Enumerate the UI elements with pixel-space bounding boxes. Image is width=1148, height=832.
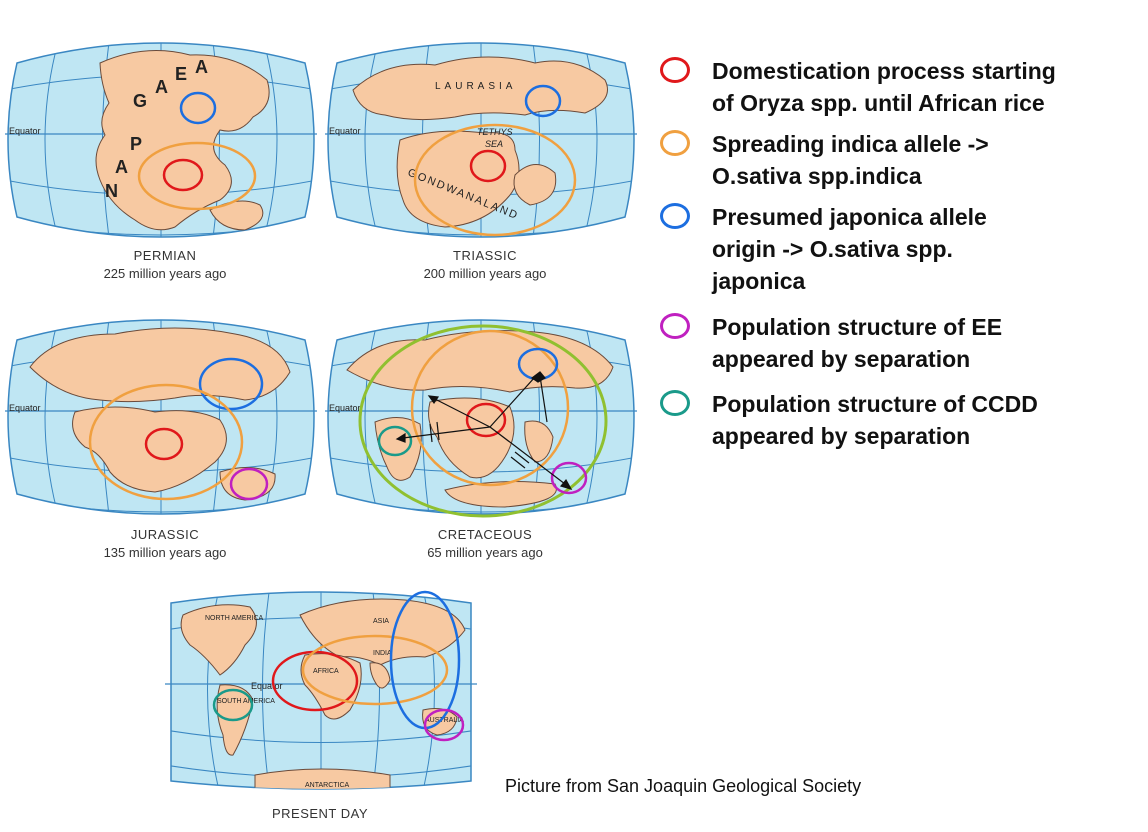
landmass-gondwanaland (396, 130, 520, 228)
equator-label: Equator (329, 403, 361, 413)
sea-label: SEA (485, 139, 503, 149)
pangaea-letter: A (195, 57, 208, 77)
red-ring (465, 402, 507, 438)
legend-item-teal: Population structure of CCDD appeared by… (660, 388, 1122, 452)
red-ring (162, 158, 204, 192)
blue-ring (198, 357, 264, 411)
north-america-label: NORTH AMERICA (205, 615, 264, 622)
equator-label: Equator (251, 681, 283, 691)
australia-label: AUSTRALIA (425, 717, 464, 724)
caption-present: PRESENT DAY (271, 806, 369, 821)
orange-ring (410, 329, 570, 487)
map-cretaceous: Equator (325, 312, 637, 522)
legend-text: Population structure of CCDD appeared by… (712, 391, 1038, 449)
landmass-africa (300, 653, 362, 720)
tethys-label: TETHYS (477, 127, 513, 137)
red-ring (144, 427, 184, 461)
pangaea-letter: A (115, 157, 128, 177)
image-credit: Picture from San Joaquin Geological Soci… (505, 776, 862, 796)
orange-ring (413, 123, 577, 237)
red-ring-icon (660, 57, 690, 83)
legend-text: Presumed japonica allele origin -> O.sat… (712, 204, 987, 294)
teal-ring (377, 425, 413, 457)
purple-ring (550, 461, 588, 495)
equator-label: Equator (329, 126, 361, 136)
asia-label: ASIA (373, 618, 389, 625)
pangaea-letter: P (130, 134, 142, 154)
map-present: Equator NORTH AMERICA ASIA AFRICA INDIA … (165, 585, 477, 795)
orange-ring (137, 141, 257, 211)
landmass-india (369, 662, 391, 689)
laurasia-label: LAURASIA (435, 81, 516, 92)
map-triassic: Equator LAURASIA TETHYS SEA GONDWANALAND (325, 35, 637, 245)
landmass-africa (428, 397, 515, 479)
landmass-pangaea (95, 50, 270, 231)
india-label: INDIA (373, 650, 392, 657)
pangaea-letter: E (175, 64, 187, 84)
equator-label: Equator (9, 126, 41, 136)
south-america-label: SOUTH AMERICA (217, 698, 275, 705)
landmass-antarctica (254, 768, 391, 789)
legend-text: Population structure of EE appeared by s… (712, 314, 1003, 372)
landmass-north-america (180, 604, 257, 676)
legend-item-blue: Presumed japonica allele origin -> O.sat… (660, 201, 1122, 297)
pangaea-letter: A (155, 77, 168, 97)
legend-text: Spreading indica allele -> O.sativa spp.… (712, 131, 989, 189)
red-ring (469, 149, 507, 183)
orange-ring (88, 383, 244, 501)
landmass-laurasia (352, 56, 608, 121)
pangaea-letter: G (133, 91, 147, 111)
map-jurassic: Equator (5, 312, 317, 522)
purple-ring (423, 708, 465, 742)
legend-item-orange: Spreading indica allele -> O.sativa spp.… (660, 128, 1122, 192)
green-ring (358, 324, 608, 518)
antarctica-label: ANTARCTICA (305, 782, 350, 789)
blue-ring (179, 91, 217, 125)
legend-item-red: Domestication process starting of Oryza … (660, 55, 1122, 119)
pangaea-letter: N (105, 181, 118, 201)
blue-ring-icon (660, 203, 690, 229)
orange-ring (301, 634, 449, 706)
blue-ring (524, 84, 562, 118)
teal-ring-icon (660, 390, 690, 416)
map-permian: Equator P A N G A E A (5, 35, 317, 245)
orange-ring-icon (660, 130, 690, 156)
legend-item-purple: Population structure of EE appeared by s… (660, 311, 1122, 375)
purple-ring (229, 467, 269, 501)
legend-text: Domestication process starting of Oryza … (712, 58, 1056, 116)
landmass-north (29, 327, 291, 403)
purple-ring-icon (660, 313, 690, 339)
teal-ring (212, 688, 254, 722)
africa-label: AFRICA (313, 668, 339, 675)
equator-label: Equator (9, 403, 41, 413)
migration-arrows (395, 371, 573, 490)
